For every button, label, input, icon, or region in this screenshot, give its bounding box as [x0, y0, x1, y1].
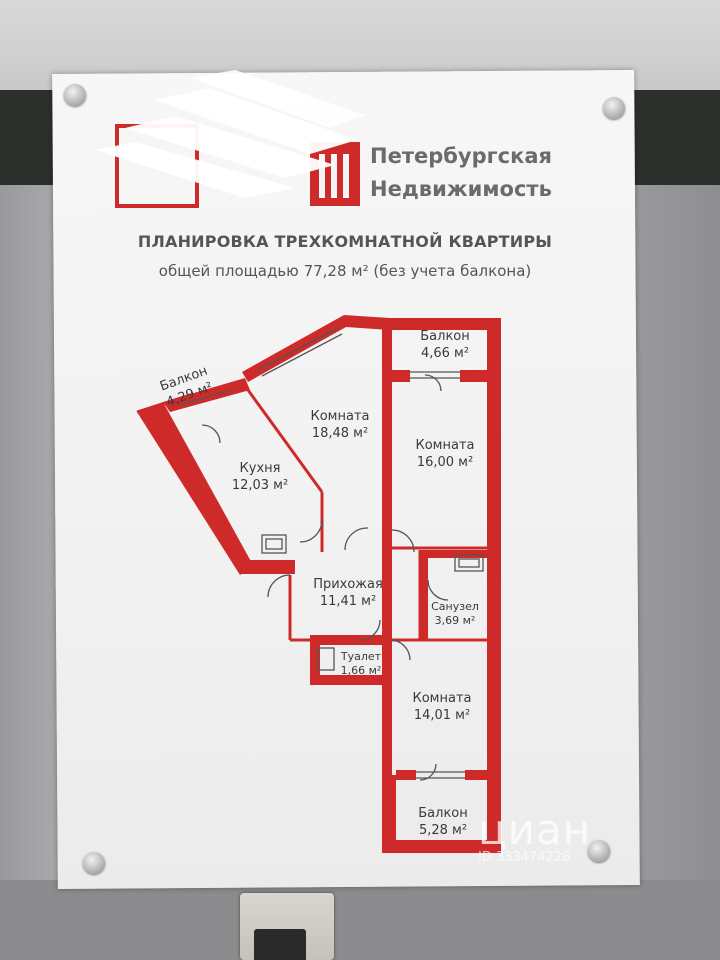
room-balcony-top: Балкон 4,66 м²	[420, 329, 470, 361]
watermark-id: ID 333474228	[478, 850, 571, 865]
room-hallway: Прихожая 11,41 м²	[313, 577, 383, 609]
poster-subtitle: общей площадью 77,28 м² (без учета балко…	[158, 262, 532, 280]
wall-bottom	[0, 880, 720, 960]
screw-icon	[603, 97, 625, 119]
room-2: Комната 16,00 м²	[415, 438, 475, 470]
poster-title: ПЛАНИРОВКА ТРЕХКОМНАТНОЙ КВАРТИРЫ	[137, 232, 553, 251]
screw-icon	[83, 852, 105, 874]
room-toilet: Туалет 1,66 м²	[340, 650, 382, 677]
company-logo-text: Петербургская Недвижимость	[370, 140, 610, 206]
wall-left	[0, 185, 60, 960]
watermark-brand: циан	[478, 805, 592, 854]
intercom-icon	[240, 893, 334, 960]
room-kitchen: Кухня 12,03 м²	[231, 461, 289, 493]
screw-icon	[588, 840, 610, 862]
room-balcony-bottom: Балкон 5,28 м²	[418, 806, 468, 838]
door-icon	[299, 519, 323, 543]
wall-right	[630, 185, 720, 960]
intercom-key	[254, 929, 306, 960]
room-3: Комната 14,01 м²	[412, 691, 472, 723]
room-1: Комната 18,48 м²	[310, 409, 370, 441]
room-bathroom: Санузел 3,69 м²	[431, 600, 479, 627]
logo-line-2: Недвижимость	[370, 177, 552, 201]
screw-icon	[64, 84, 86, 106]
logo-line-1: Петербургская	[370, 144, 552, 168]
